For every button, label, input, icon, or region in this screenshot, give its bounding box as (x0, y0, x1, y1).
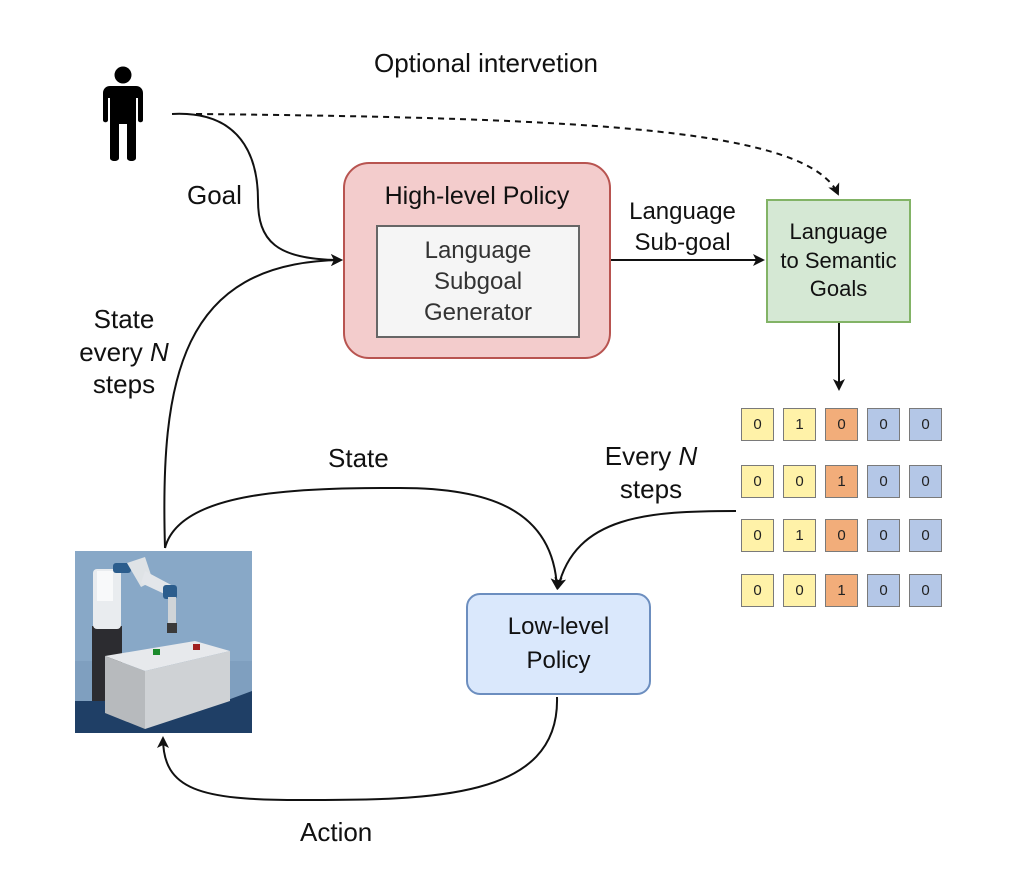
state-every-n-line1: State (93, 304, 155, 334)
grid-cell: 1 (783, 519, 816, 552)
every-n-line2: steps (619, 473, 683, 504)
grid-cell: 0 (867, 408, 900, 441)
grid-cell: 0 (741, 408, 774, 441)
high-level-policy-title: High-level Policy (384, 182, 570, 210)
action-label: Action (300, 817, 373, 847)
grid-cell: 0 (909, 519, 942, 552)
grid-cell: 0 (741, 465, 774, 498)
every-prefix: Every (604, 441, 679, 471)
state-every-prefix: every (79, 336, 151, 367)
robot-arm-scene (75, 551, 252, 733)
state-every-n-edge (163, 254, 343, 549)
every-n-italic: N (678, 441, 698, 471)
grid-cell: 1 (783, 408, 816, 441)
every-n-steps-edge (554, 510, 737, 590)
language-subgoal-edge-label: Language Sub-goal (629, 198, 736, 257)
grid-cell: 1 (825, 465, 858, 498)
state-label: State (328, 443, 389, 473)
language-to-semantic-goals-node: Language to Semantic Goals (766, 199, 911, 323)
every-n-line1: Every N (590, 440, 712, 473)
grid-cell: 0 (783, 465, 816, 498)
state-every-n-line2: every N (72, 336, 176, 369)
grid-cell: 0 (825, 408, 858, 441)
grid-cell: 0 (741, 519, 774, 552)
low-level-policy-node: Low-level Policy (466, 593, 651, 695)
goal-label: Goal (187, 180, 242, 210)
state-every-n-italic: N (150, 336, 169, 367)
grid-cell: 0 (867, 519, 900, 552)
state-every-n-steps-label: State every N steps (72, 303, 176, 401)
optional-intervention-label: Optional intervetion (374, 48, 599, 78)
grid-cell: 0 (783, 574, 816, 607)
goal-edge (171, 112, 343, 266)
person-icon (103, 66, 143, 161)
grid-cell: 0 (741, 574, 774, 607)
grid-cell: 1 (825, 574, 858, 607)
state-every-n-line3: steps (92, 369, 156, 399)
grid-cell: 0 (909, 465, 942, 498)
high-level-policy-node: High-level Policy Language Subgoal Gener… (343, 162, 611, 359)
language-subgoal-generator-node: Language Subgoal Generator (376, 225, 580, 338)
state-edge (164, 486, 563, 590)
action-edge (157, 696, 559, 802)
grid-cell: 0 (909, 574, 942, 607)
grid-cell: 0 (867, 465, 900, 498)
grid-cell: 0 (825, 519, 858, 552)
every-n-steps-label: Every N steps (590, 440, 712, 505)
grid-cell: 0 (909, 408, 942, 441)
grid-cell: 0 (867, 574, 900, 607)
